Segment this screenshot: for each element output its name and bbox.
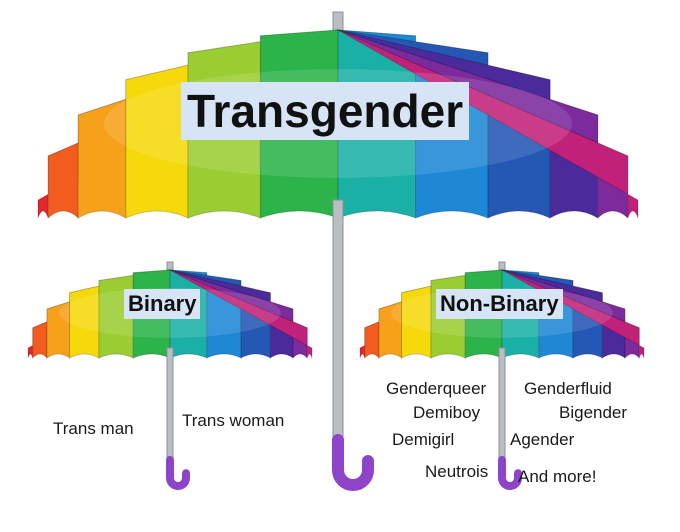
non-binary-umbrella-panel (501, 269, 645, 359)
non-binary-umbrella-panel (359, 269, 503, 359)
main-umbrella-panel (187, 29, 339, 219)
binary-umbrella-panel (98, 269, 171, 359)
non-binary-umbrella-panel (501, 269, 626, 359)
non-binary-umbrella-panel (401, 269, 503, 359)
binary-umbrella-panel (169, 269, 313, 359)
identity-label-trans-woman: Trans woman (182, 411, 285, 430)
main-umbrella-lower-shaft (332, 199, 344, 471)
main-umbrella-panel (337, 29, 639, 219)
binary-umbrella-panel (69, 269, 171, 359)
non-binary-title: Non-Binary (436, 289, 563, 319)
identity-label-genderfluid: Genderfluid (524, 379, 612, 398)
main-umbrella-panel (337, 29, 599, 219)
main-umbrella-handle (332, 434, 374, 491)
binary-title: Binary (124, 289, 201, 319)
binary-umbrella-panel (169, 269, 294, 359)
binary-umbrella-panel (169, 269, 308, 360)
main-umbrella-panel (125, 29, 339, 219)
non-binary-umbrella-handle (498, 456, 522, 490)
identity-label-and-more: And more! (518, 467, 597, 486)
binary-umbrella-panel (27, 269, 171, 359)
identity-label-genderqueer: Genderqueer (386, 379, 487, 398)
binary-umbrella-handle (166, 456, 190, 490)
non-binary-umbrella-panel (501, 269, 640, 360)
identity-label-agender: Agender (510, 430, 575, 449)
identity-label-demigirl: Demigirl (392, 430, 455, 449)
identity-label-trans-man: Trans man (53, 419, 134, 438)
main-umbrella-panel (337, 29, 629, 220)
main-title: Transgender (181, 82, 470, 140)
identity-label-demiboy: Demiboy (413, 403, 481, 422)
identity-label-neutrois: Neutrois (425, 462, 489, 481)
main-umbrella-panel (37, 29, 339, 219)
identity-label-bigender: Bigender (559, 403, 628, 422)
